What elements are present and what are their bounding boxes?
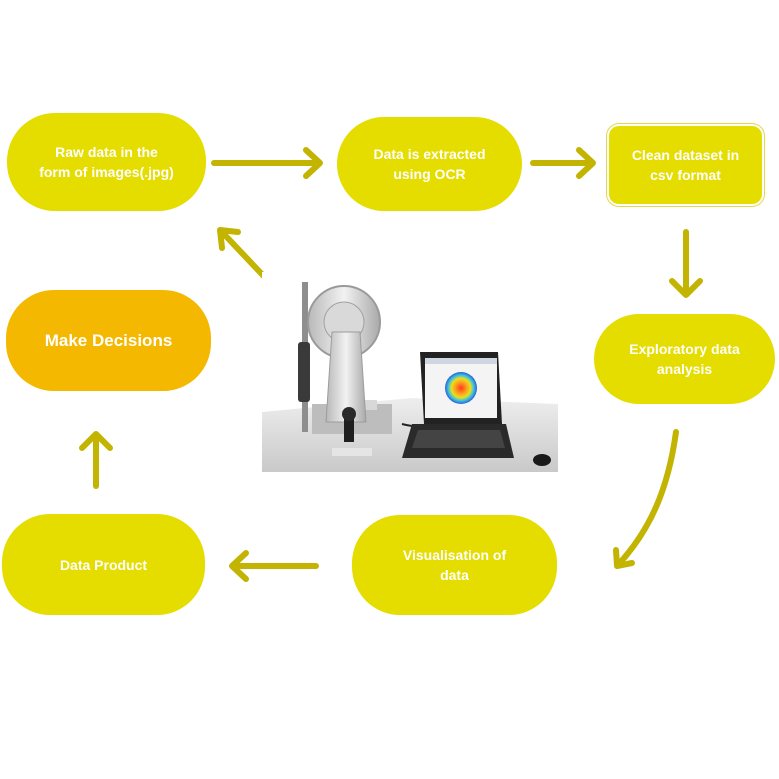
- node-data-product: Data Product: [2, 514, 205, 615]
- node-exploratory-analysis: Exploratory data analysis: [594, 314, 775, 404]
- corneal-topographer-with-laptop-photo: [262, 272, 558, 472]
- node-clean-dataset: Clean dataset in csv format: [609, 126, 762, 204]
- arrow-visualisation-to-product: [229, 550, 319, 582]
- arrow-raw-to-extracted: [211, 147, 323, 179]
- node-make-decisions: Make Decisions: [6, 290, 211, 391]
- node-visualisation: Visualisation of data: [352, 515, 557, 615]
- arrow-clean-to-eda: [669, 229, 703, 298]
- arrow-extracted-to-clean: [530, 147, 596, 179]
- node-raw-data: Raw data in the form of images(.jpg): [7, 113, 206, 211]
- arrow-product-to-decisions: [79, 431, 113, 489]
- arrow-eda-to-visualisation: [613, 429, 679, 569]
- node-data-extracted: Data is extracted using OCR: [337, 117, 522, 211]
